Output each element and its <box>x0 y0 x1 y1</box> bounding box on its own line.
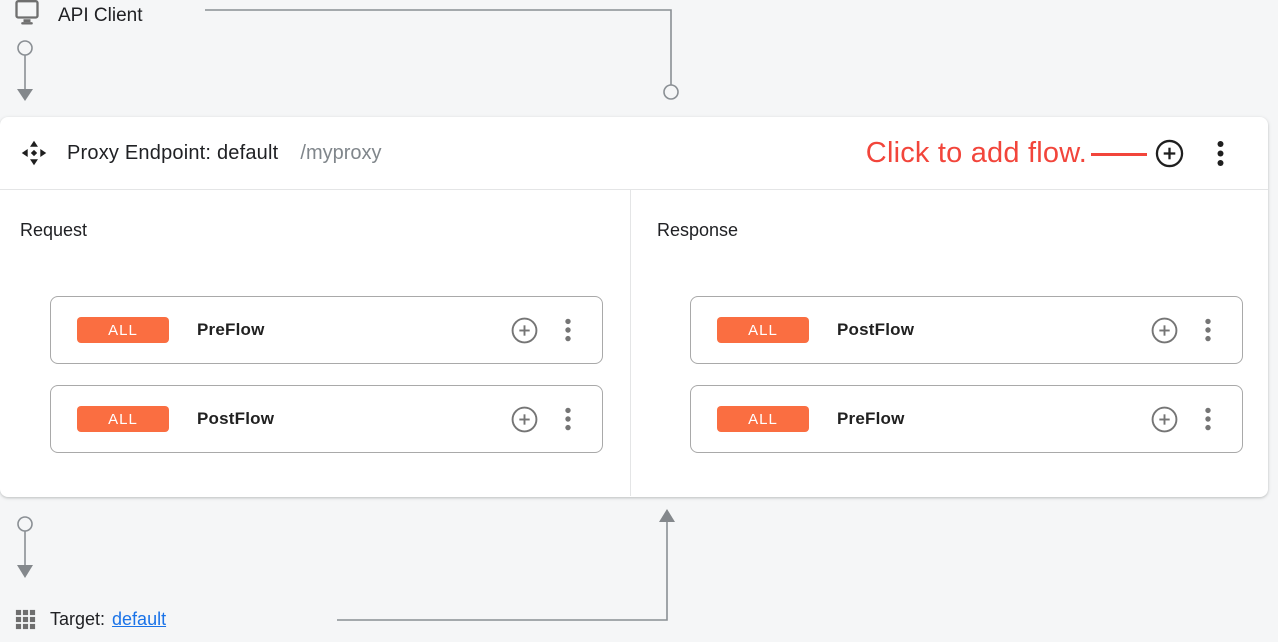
connector-client-down <box>17 40 33 101</box>
plus-circle-icon <box>511 406 538 432</box>
flow-name: PostFlow <box>197 409 275 428</box>
add-flow-button[interactable] <box>1155 139 1184 168</box>
connector-proxy-to-target <box>17 516 33 578</box>
flow-name: PreFlow <box>837 409 905 428</box>
flow-menu-button[interactable] <box>565 318 571 342</box>
annotation-pointer-line <box>1091 152 1147 156</box>
api-client-label: API Client <box>58 4 143 26</box>
plus-circle-icon <box>511 317 538 343</box>
flow-name: PreFlow <box>197 320 265 339</box>
target-grid-icon <box>15 609 36 630</box>
proxy-endpoint-basepath: /myproxy <box>300 141 382 164</box>
add-policy-button[interactable] <box>1151 317 1178 344</box>
flow-condition-badge: ALL <box>77 406 169 432</box>
flow-menu-button[interactable] <box>565 407 571 431</box>
target-default-link[interactable]: default <box>112 609 167 629</box>
connector-target-return <box>337 509 675 621</box>
response-panel: Response ALL PostFlow <box>631 190 1268 496</box>
response-heading: Response <box>657 220 739 240</box>
add-flow-annotation: Click to add flow. <box>865 136 1087 169</box>
request-preflow-card[interactable]: ALL PreFlow <box>50 296 603 364</box>
api-client: API Client <box>13 0 142 28</box>
flow-menu-button[interactable] <box>1205 318 1211 342</box>
flow-condition-badge: ALL <box>717 317 809 343</box>
target-label: Target: <box>50 609 106 629</box>
proxy-endpoint-icon <box>21 140 47 166</box>
request-postflow-card[interactable]: ALL PostFlow <box>50 385 603 453</box>
proxy-endpoint-header: Proxy Endpoint: default /myproxy Click t… <box>0 117 1268 190</box>
target-endpoint: Target: default <box>14 608 166 631</box>
kebab-menu-icon <box>1217 140 1224 166</box>
response-postflow-card[interactable]: ALL PostFlow <box>690 296 1243 364</box>
add-policy-button[interactable] <box>1151 406 1178 433</box>
flow-name: PostFlow <box>837 320 915 339</box>
endpoint-menu-button[interactable] <box>1217 140 1224 167</box>
request-heading: Request <box>20 220 88 240</box>
flow-condition-badge: ALL <box>717 406 809 432</box>
add-policy-button[interactable] <box>511 406 538 433</box>
plus-circle-icon <box>1155 139 1184 167</box>
flow-condition-badge: ALL <box>77 317 169 343</box>
kebab-menu-icon <box>565 407 571 431</box>
connector-response-to-client <box>205 9 679 100</box>
plus-circle-icon <box>1151 406 1178 432</box>
kebab-menu-icon <box>1205 407 1211 431</box>
plus-circle-icon <box>1151 317 1178 343</box>
add-policy-button[interactable] <box>511 317 538 344</box>
flow-menu-button[interactable] <box>1205 407 1211 431</box>
proxy-endpoint-title: Proxy Endpoint: default <box>67 141 279 164</box>
request-panel: Request ALL PreFlow <box>0 190 631 496</box>
proxy-endpoint-card: Proxy Endpoint: default /myproxy Click t… <box>0 117 1268 497</box>
monitor-icon <box>15 0 39 25</box>
kebab-menu-icon <box>565 318 571 342</box>
response-preflow-card[interactable]: ALL PreFlow <box>690 385 1243 453</box>
kebab-menu-icon <box>1205 318 1211 342</box>
